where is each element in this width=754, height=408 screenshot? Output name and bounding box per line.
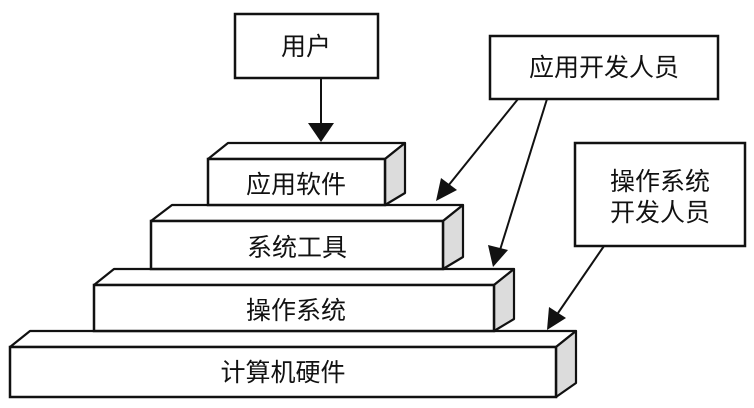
layer-top-face bbox=[92, 267, 516, 287]
actor-os-developer: 操作系统 开发人员 bbox=[573, 141, 747, 248]
layer-system-tools: 系统工具 bbox=[149, 203, 465, 271]
arrow-shaft bbox=[557, 245, 605, 314]
actor-label-line-1: 操作系统 bbox=[610, 167, 710, 196]
layer-top-face bbox=[8, 329, 578, 349]
layer-front-face bbox=[149, 219, 445, 271]
arrow-head-icon bbox=[547, 307, 566, 330]
arrow-shaft bbox=[447, 98, 519, 187]
actor-box bbox=[233, 12, 380, 80]
arrow-os-developer-to-computer-hardware bbox=[547, 245, 605, 330]
actor-label-line-2: 开发人员 bbox=[610, 198, 710, 227]
arrow-head-icon bbox=[436, 178, 457, 201]
layer-top-face bbox=[206, 141, 407, 161]
arrow-shaft bbox=[499, 98, 548, 251]
layer-front-face bbox=[206, 157, 387, 207]
arrow-app-developer-to-system-tools bbox=[436, 98, 519, 201]
actor-app-developer: 应用开发人员 bbox=[488, 34, 720, 101]
arrow-app-developer-to-operating-system bbox=[488, 98, 548, 267]
actor-label: 应用开发人员 bbox=[529, 53, 679, 82]
layer-computer-hardware: 计算机硬件 bbox=[8, 329, 578, 399]
layer-front-face bbox=[8, 345, 558, 399]
layer-operating-system: 操作系统 bbox=[92, 267, 516, 333]
actor-box bbox=[573, 141, 747, 248]
layer-label: 应用软件 bbox=[246, 170, 346, 199]
arrow-user-to-application-software bbox=[308, 78, 334, 142]
layer-top-face bbox=[149, 203, 465, 223]
actor-label: 用户 bbox=[281, 32, 331, 61]
arrow-head-icon bbox=[488, 245, 508, 267]
layer-application-software: 应用软件 bbox=[206, 141, 407, 207]
layer-label: 系统工具 bbox=[247, 233, 347, 262]
actor-user: 用户 bbox=[233, 12, 380, 80]
layer-label: 计算机硬件 bbox=[220, 358, 345, 387]
actor-box bbox=[488, 34, 720, 101]
layer-front-face bbox=[92, 283, 496, 333]
arrow-head-icon bbox=[308, 123, 334, 142]
layer-label: 操作系统 bbox=[246, 296, 346, 325]
